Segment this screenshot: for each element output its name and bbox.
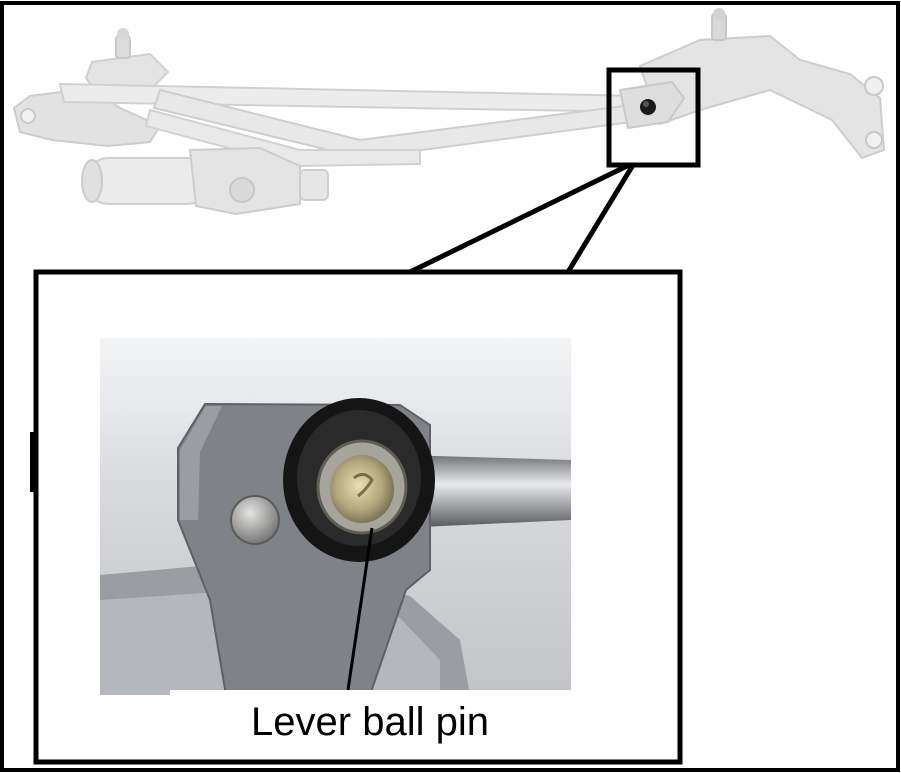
callout-connector-right: [565, 163, 636, 274]
rivet: [230, 495, 280, 545]
upper-drive-rod: [58, 82, 644, 114]
highlight-box: [606, 67, 701, 168]
lever-ball-pin-photo: [100, 338, 571, 696]
callout-connector-left: [408, 162, 631, 275]
callout-label: Lever ball pin: [251, 700, 489, 744]
leader-line: [346, 527, 374, 691]
wiper-motor: [81, 146, 329, 216]
ball-pin-location: [640, 99, 656, 115]
wiper-linkage-drawing: [12, 8, 886, 216]
